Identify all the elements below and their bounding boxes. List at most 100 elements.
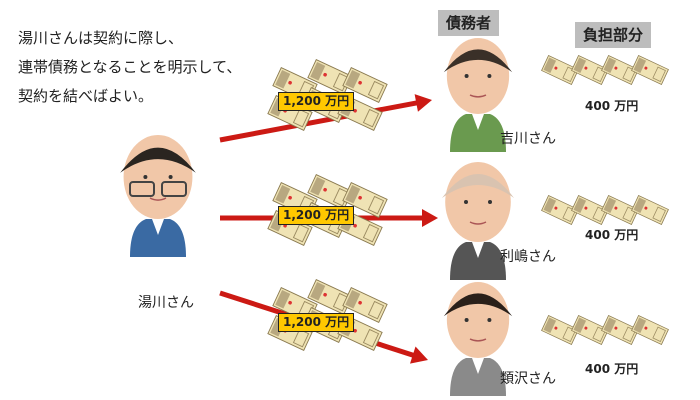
banknote-seal: [323, 292, 327, 297]
hair: [443, 293, 513, 317]
banknote-watermark: [652, 206, 666, 222]
suit: [130, 219, 186, 257]
banknote-seal: [288, 300, 292, 305]
transfer-amount-label: 1,200 万円: [278, 313, 355, 332]
banknote-watermark: [592, 326, 606, 342]
debtor-name: 吉川さん: [500, 131, 556, 147]
banknote-seal: [353, 223, 357, 228]
arrow-head: [410, 346, 428, 364]
banknote-icon: [541, 195, 579, 225]
intro-line: 連帯債務となることを明示して、: [18, 58, 242, 76]
banknote-seal: [614, 326, 618, 330]
debtor-name: 利嶋さん: [500, 249, 556, 265]
banknote-portrait: [543, 317, 557, 333]
banknote-icon: [571, 195, 609, 225]
banknote-seal: [554, 206, 558, 210]
suit: [450, 242, 506, 280]
transfer-amount-label: 1,200 万円: [278, 206, 355, 225]
banknote-seal: [644, 326, 648, 330]
banknote-icon: [601, 195, 639, 225]
banknote-portrait: [573, 57, 587, 73]
banknote-watermark: [292, 108, 310, 128]
debtor-avatar: [443, 38, 513, 152]
banknote-icon: [601, 315, 639, 345]
suit: [450, 358, 506, 396]
banknote-portrait: [633, 57, 647, 73]
share-header: 負担部分: [575, 22, 652, 48]
debtors-header: 債務者: [438, 10, 500, 36]
mouth: [469, 94, 487, 98]
banknote-icon: [541, 55, 579, 85]
banknote-seal: [644, 66, 648, 70]
eye: [168, 175, 173, 179]
banknote-portrait: [310, 177, 326, 196]
shirt-collar: [472, 358, 484, 374]
creditor-name: 湯川さん: [138, 295, 194, 311]
banknote-portrait: [633, 197, 647, 213]
banknote-icon: [601, 55, 639, 85]
mouth: [469, 221, 487, 225]
banknote-portrait: [603, 317, 617, 333]
debtor-avatar: [442, 162, 514, 280]
banknote-seal: [584, 326, 588, 330]
eye: [464, 200, 468, 204]
banknote-watermark: [292, 223, 310, 243]
banknote-portrait: [573, 197, 587, 213]
intro-text: 湯川さんは契約に際し、 連帯債務となることを明示して、 契約を結べばよい。: [18, 24, 241, 111]
eye: [464, 74, 469, 78]
banknote-seal: [288, 80, 292, 85]
banknote-portrait: [275, 70, 291, 89]
banknote-icon: [307, 59, 353, 95]
banknote-watermark: [592, 66, 606, 82]
debtor-avatar: [443, 282, 513, 396]
banknote-portrait: [543, 57, 557, 73]
banknote-seal: [288, 195, 292, 200]
banknote-icon: [342, 287, 388, 323]
banknote-icon: [571, 55, 609, 85]
banknote-watermark: [592, 206, 606, 222]
banknote-watermark: [367, 80, 385, 100]
eye: [143, 175, 148, 179]
banknote-icon: [342, 67, 388, 103]
banknote-seal: [358, 195, 362, 200]
banknote-watermark: [622, 206, 636, 222]
banknote-icon: [571, 315, 609, 345]
glasses-icon: [129, 181, 155, 197]
share-amount: 400 万円: [585, 362, 639, 376]
eye: [487, 74, 492, 78]
banknote-watermark: [652, 66, 666, 82]
banknote-watermark: [562, 66, 576, 82]
banknote-watermark: [367, 195, 385, 215]
banknote-seal: [644, 206, 648, 210]
banknote-seal: [353, 328, 357, 333]
banknote-portrait: [345, 290, 361, 309]
share-amount: 400 万円: [585, 99, 639, 113]
banknote-watermark: [562, 326, 576, 342]
eye: [464, 318, 469, 322]
banknote-icon: [541, 315, 579, 345]
arrow-head: [422, 209, 438, 227]
banknote-portrait: [573, 317, 587, 333]
banknote-watermark: [652, 326, 666, 342]
eye: [488, 200, 492, 204]
intro-line: 湯川さんは契約に際し、: [18, 29, 184, 47]
banknote-icon: [631, 55, 669, 85]
banknote-portrait: [345, 185, 361, 204]
hair: [120, 147, 196, 173]
banknote-icon: [631, 195, 669, 225]
transfer-arrow: [219, 99, 420, 143]
mouth: [469, 338, 487, 342]
banknote-seal: [353, 108, 357, 113]
banknote-seal: [614, 206, 618, 210]
banknote-seal: [554, 66, 558, 70]
banknote-seal: [584, 66, 588, 70]
glasses-icon: [161, 181, 187, 197]
face: [446, 282, 510, 358]
banknote-watermark: [362, 108, 380, 128]
banknote-portrait: [310, 62, 326, 81]
creditor-avatar: [120, 135, 196, 257]
share-amount: 400 万円: [585, 228, 639, 242]
banknote-portrait: [603, 197, 617, 213]
banknote-portrait: [275, 185, 291, 204]
